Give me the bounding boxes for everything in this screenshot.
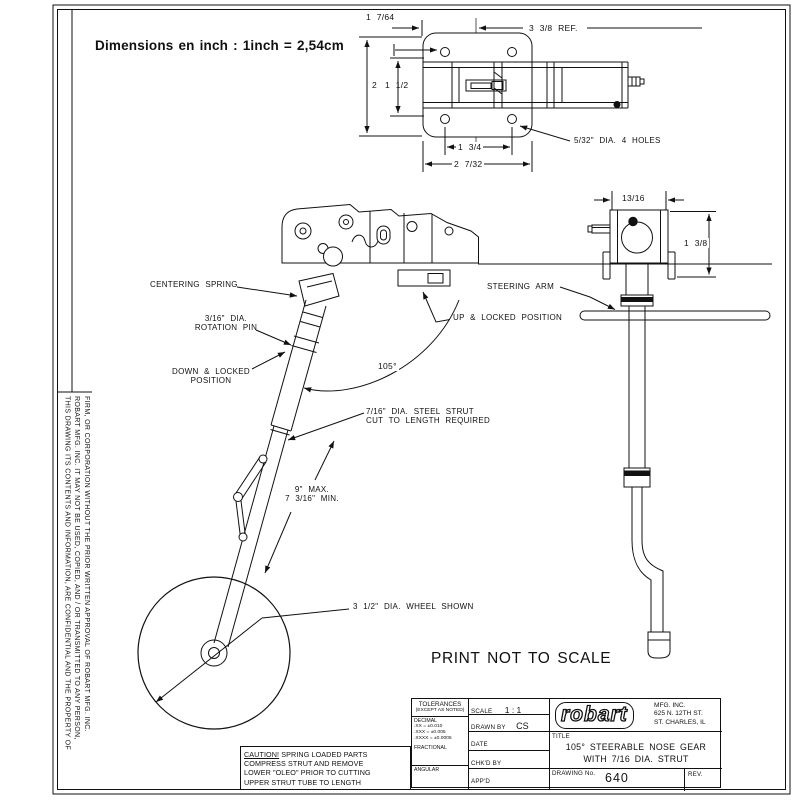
caution-title: CAUTION! bbox=[244, 750, 280, 759]
robart-logo: robart bbox=[555, 702, 634, 729]
centering-spring-label: CENTERING SPRING bbox=[150, 280, 238, 289]
tolerances-header-sub: (EXCEPT AS NOTED) bbox=[415, 708, 465, 713]
caution-line: LOWER "OLEO" PRIOR TO CUTTING bbox=[244, 768, 371, 778]
tolerances-header: TOLERANCES bbox=[418, 701, 462, 708]
dim-3-3-8-ref: 3 3/8 REF. bbox=[527, 23, 580, 33]
dim-2: 2 bbox=[372, 80, 378, 90]
scale-value: 1 : 1 bbox=[504, 705, 522, 715]
decimal-tolerances: .XX = ±0.010 .XXX = ±0.005 .XXXX = ±0.00… bbox=[414, 724, 452, 741]
company-address: MFG. INC. 625 N. 12TH ST. ST. CHARLES, I… bbox=[654, 702, 706, 726]
fractional-label: FRACTIONAL bbox=[414, 745, 447, 751]
holes-note: 5/32" DIA. 4 HOLES bbox=[574, 136, 661, 145]
appd-label: APP'D bbox=[471, 778, 491, 785]
title-label: TITLE bbox=[552, 733, 570, 740]
dim-1-7-64: 1 7/64 bbox=[366, 12, 395, 22]
dim-2-7-32: 2 7/32 bbox=[452, 159, 485, 169]
caution-line: UPPER STRUT TUBE TO LENGTH bbox=[244, 777, 362, 787]
dim-1-3-8: 1 3/8 bbox=[682, 238, 710, 248]
tolerances-cell: TOLERANCES (EXCEPT AS NOTED) DECIMAL .XX… bbox=[412, 699, 469, 789]
up-locked-label: UP & LOCKED POSITION bbox=[453, 313, 563, 322]
rev-label: REV. bbox=[684, 769, 723, 791]
drawing-no-label: DRAWING No. bbox=[552, 770, 596, 777]
drawing-title: 105° STEERABLE NOSE GEAR WITH 7/16 DIA. … bbox=[565, 742, 707, 764]
caution-line: COMPRESS STRUT AND REMOVE bbox=[244, 759, 364, 769]
unit-note: Dimensions en inch : 1inch = 2,54cm bbox=[95, 38, 344, 53]
down-locked-label: DOWN & LOCKED POSITION bbox=[172, 367, 250, 385]
angular-label: ANGULAR bbox=[414, 767, 440, 773]
chkd-by-label: CHK'D BY bbox=[471, 760, 502, 767]
strut-note-label: 7/16" DIA. STEEL STRUT CUT TO LENGTH REQ… bbox=[366, 407, 491, 425]
company-title-cell: robart MFG. INC. 625 N. 12TH ST. ST. CHA… bbox=[550, 699, 723, 791]
fields-cell: SCALE 1 : 1 DRAWN BY CS DATE CHK'D BY AP… bbox=[469, 699, 550, 789]
caution-line: SPRING LOADED PARTS bbox=[279, 750, 368, 759]
dim-1-1-2: 1 1/2 bbox=[385, 80, 409, 90]
drawn-by-label: DRAWN BY bbox=[471, 724, 506, 731]
caution-box: CAUTION! SPRING LOADED PARTS COMPRESS ST… bbox=[240, 746, 411, 790]
length-note-label: 9" MAX. 7 3/16" MIN. bbox=[276, 485, 348, 503]
decimal-label: DECIMAL bbox=[414, 718, 438, 724]
angle-105-label: 105° bbox=[376, 361, 399, 371]
date-label: DATE bbox=[471, 741, 488, 748]
confidentiality-notice: THIS DRAWING ITS CONTENTS AND INFORMATIO… bbox=[63, 396, 90, 751]
wheel-note-label: 3 1/2" DIA. WHEEL SHOWN bbox=[353, 602, 474, 611]
steering-arm-label: STEERING ARM bbox=[487, 282, 555, 291]
drawing-no-value: 640 bbox=[605, 771, 629, 785]
drawn-by-value: CS bbox=[516, 721, 529, 731]
title-block: TOLERANCES (EXCEPT AS NOTED) DECIMAL .XX… bbox=[411, 698, 723, 791]
dim-1-3-4: 1 3/4 bbox=[456, 142, 484, 152]
rotation-pin-label: 3/16" DIA. ROTATION PIN bbox=[194, 314, 258, 332]
dim-13-16: 13/16 bbox=[620, 193, 647, 203]
print-not-to-scale: PRINT NOT TO SCALE bbox=[431, 650, 612, 667]
scale-label: SCALE bbox=[471, 708, 493, 715]
